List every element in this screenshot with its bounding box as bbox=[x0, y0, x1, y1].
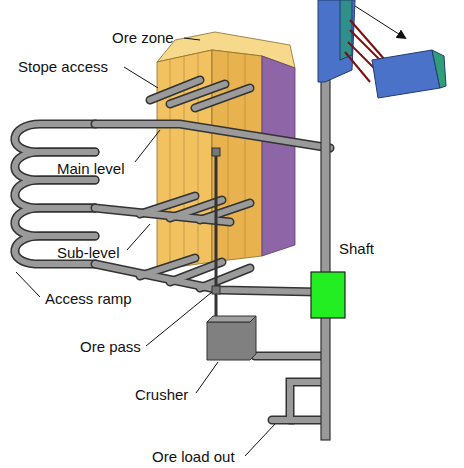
part-label: Stope access bbox=[18, 58, 108, 76]
part-label: Ore load out bbox=[152, 448, 235, 466]
part-label: Crusher bbox=[135, 386, 188, 404]
part-label: Main level bbox=[57, 160, 125, 178]
part-label: Sub-level bbox=[57, 244, 120, 262]
part-label: Ore zone bbox=[112, 29, 174, 47]
part-label: Shaft bbox=[339, 240, 374, 258]
part-label: Access ramp bbox=[45, 290, 132, 308]
part-label: Ore pass bbox=[80, 338, 141, 356]
